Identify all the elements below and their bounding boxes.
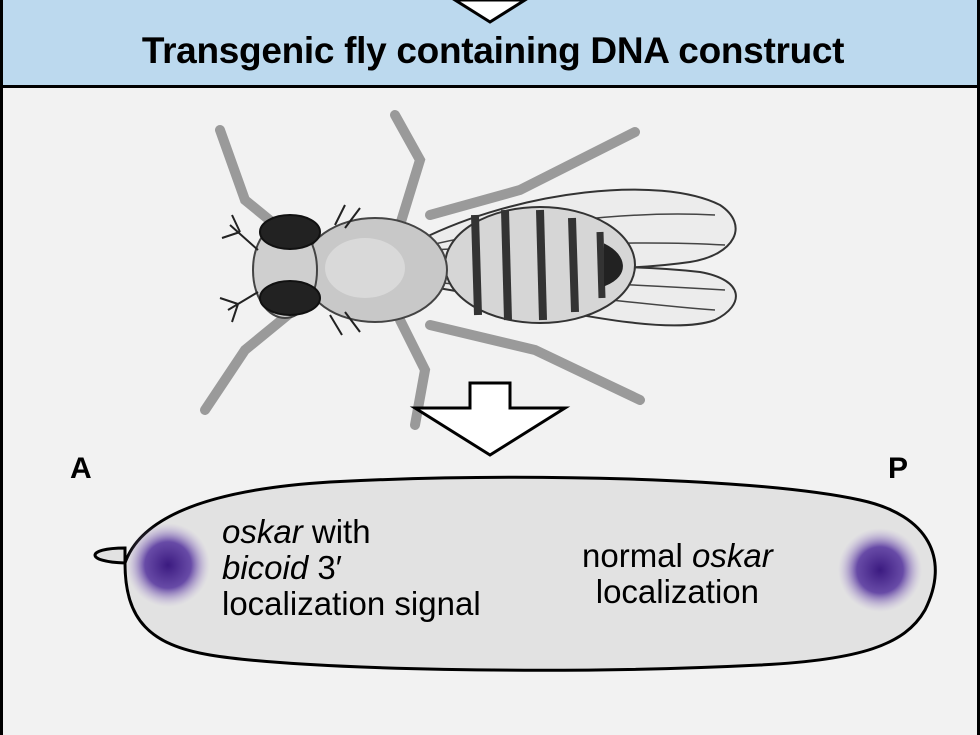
page-title: Transgenic fly containing DNA construct: [141, 30, 845, 71]
posterior-stain: [838, 528, 922, 612]
down-arrow-icon: [409, 381, 571, 457]
right-eye: [259, 280, 321, 316]
gene-bicoid-italic: bicoid: [222, 549, 309, 586]
fruit-fly-illustration: [200, 110, 737, 430]
anterior-description: oskar with bicoid 3′ localization signal: [222, 513, 481, 622]
top-arrow-icon: [452, 0, 528, 24]
gene-oskar-italic: oskar: [222, 513, 303, 550]
embryo-outline: [93, 475, 937, 672]
left-eye: [259, 214, 321, 250]
anterior-label: A: [70, 452, 92, 485]
anterior-stain: [126, 523, 210, 607]
gene-oskar-italic-posterior: oskar: [692, 537, 773, 574]
posterior-description: normal oskar localization: [582, 537, 773, 610]
embryo: [93, 475, 937, 672]
posterior-label: P: [888, 452, 909, 485]
header-bar: Transgenic fly containing DNA construct: [0, 0, 980, 88]
